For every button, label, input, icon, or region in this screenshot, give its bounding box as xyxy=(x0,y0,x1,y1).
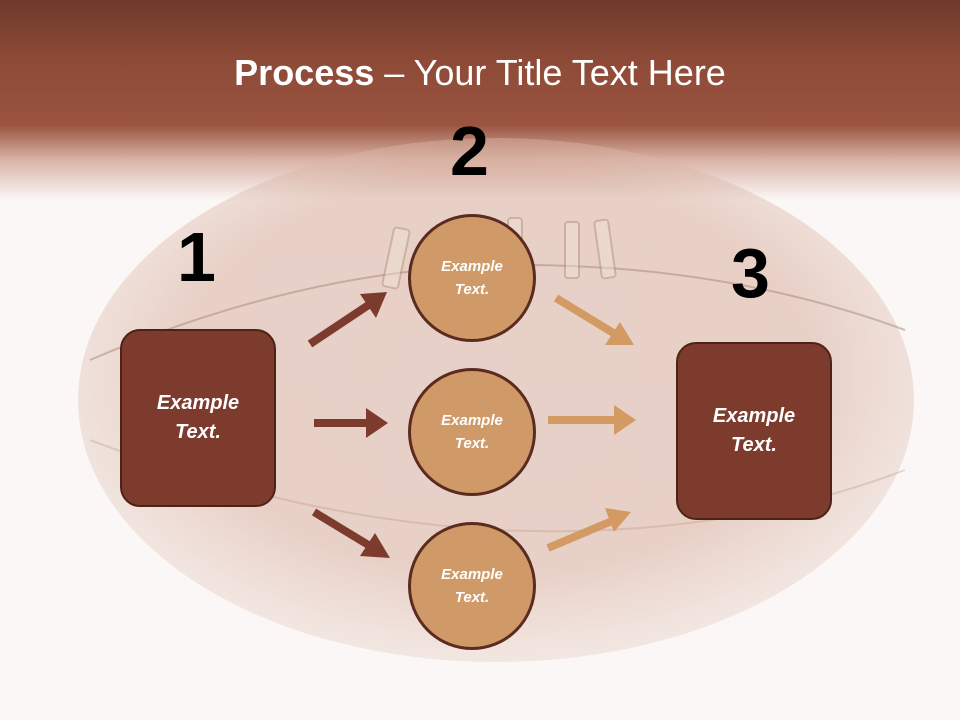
step-2-circle-top: Example Text. xyxy=(408,214,536,342)
arrow-1-to-top xyxy=(307,292,387,348)
circle-middle-text: Example Text. xyxy=(441,412,503,452)
step-3-box: Example Text. xyxy=(676,342,832,520)
slide-title: Process – Your Title Text Here xyxy=(0,52,960,94)
step-2-circle-bottom: Example Text. xyxy=(408,522,536,650)
arrow-top-to-3 xyxy=(553,294,634,345)
arrow-1-to-middle xyxy=(314,408,388,438)
step-1-text: Example Text. xyxy=(156,392,240,443)
arrow-middle-to-3 xyxy=(548,405,636,435)
step-number-3: 3 xyxy=(731,234,770,312)
step-3-text: Example Text. xyxy=(712,405,796,456)
step-number-2: 2 xyxy=(450,112,489,190)
circle-bottom-text: Example Text. xyxy=(441,566,503,606)
step-1-box: Example Text. xyxy=(120,329,276,507)
title-bold: Process xyxy=(234,52,375,93)
title-rest: – Your Title Text Here xyxy=(374,52,726,93)
arrow-bottom-to-3 xyxy=(546,508,631,552)
step-2-circle-middle: Example Text. xyxy=(408,368,536,496)
arrow-1-to-bottom xyxy=(311,508,390,558)
circle-top-text: Example Text. xyxy=(441,258,503,298)
step-number-1: 1 xyxy=(177,218,216,296)
